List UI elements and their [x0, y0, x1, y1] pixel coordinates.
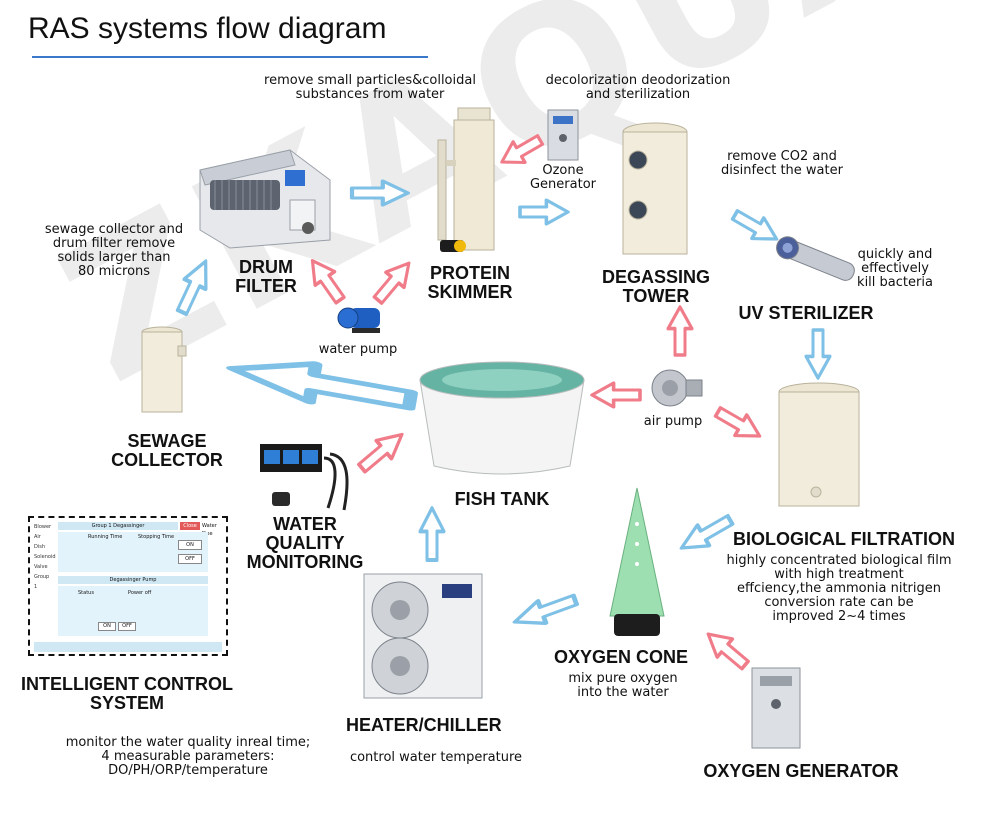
uv-sterilizer-image	[776, 236, 855, 281]
arrow-airpump-to-degassing	[666, 305, 694, 357]
uv-sterilizer-label: UV STERILIZER	[738, 303, 874, 323]
biological-filter-image	[778, 382, 860, 507]
heater-chiller-label: HEATER/CHILLER	[346, 715, 502, 735]
panel-status: Status	[78, 590, 94, 596]
panel-pump-header: Degassinger Pump	[58, 576, 208, 584]
degassing-note: remove CO2 and disinfect the water	[721, 149, 843, 178]
control-panel: Blower Air Dish Solenoid Valve Group 1 G…	[28, 516, 228, 656]
arrow-drum-to-skimmer	[352, 181, 408, 205]
protein-skimmer-image	[437, 107, 495, 252]
panel-left-label: Air Dish	[34, 534, 46, 550]
oxygen-generator-label: OXYGEN GENERATOR	[703, 761, 899, 781]
biological-filtration-note: highly concentrated biological film with…	[726, 553, 952, 624]
panel-off-button[interactable]: OFF	[178, 554, 202, 564]
panel-power-off: Power off	[128, 590, 152, 596]
degassing-tower-image	[622, 122, 688, 255]
drum-filter-label: DRUM FILTER	[235, 257, 297, 296]
skimmer-note: remove small particles&colloidal substan…	[264, 73, 476, 102]
panel-on-button[interactable]: ON	[178, 540, 202, 550]
title-underline	[32, 56, 428, 58]
fish-tank-label: FISH TANK	[454, 489, 550, 509]
intelligent-control-note: monitor the water quality inreal time; 4…	[65, 735, 311, 778]
water-pump-image	[337, 307, 380, 333]
ozone-note: decolorization deodorization and sterili…	[545, 73, 731, 102]
arrow-cone-to-heater	[511, 589, 579, 633]
panel-close-button[interactable]: Close	[180, 522, 200, 530]
intelligent-control-label: INTELLIGENT CONTROL SYSTEM	[21, 674, 233, 713]
oxygen-cone-label: OXYGEN CONE	[553, 647, 689, 667]
uv-note: quickly and effectively kill bacteria	[857, 247, 933, 290]
air-pump-image	[651, 369, 703, 407]
page-title: RAS systems flow diagram	[28, 12, 387, 45]
fish-tank-image	[419, 361, 585, 475]
oxygen-cone-note: mix pure oxygen into the water	[568, 671, 678, 700]
arrow-airpump-to-tank	[590, 381, 642, 409]
drum-filter-image	[199, 149, 331, 249]
heater-chiller-image	[363, 573, 483, 699]
arrow-skimmer-to-degassing	[518, 198, 570, 226]
panel-left-label: Group 1	[34, 574, 50, 590]
water-quality-monitor-image	[260, 444, 349, 511]
panel-footer	[34, 642, 222, 652]
oxygen-generator-image	[751, 667, 801, 749]
degassing-tower-label: DEGASSING TOWER	[601, 267, 711, 306]
ozone-label: Ozone Generator	[529, 163, 596, 192]
oxygen-cone-image	[609, 487, 665, 636]
arrow-uv-to-biofilter	[804, 328, 832, 380]
panel-on-button-2[interactable]: ON	[98, 622, 116, 631]
stopping-time-label: Stopping Time	[138, 534, 175, 540]
water-pump-label: water pump	[318, 342, 398, 357]
arrow-tank-to-collector	[229, 350, 413, 419]
arrow-airpump-to-biofilter	[710, 399, 768, 449]
panel-off-button-2[interactable]: OFF	[118, 622, 136, 631]
panel-left-label: Blower	[34, 524, 52, 530]
arrow-monitor-to-tank	[352, 423, 412, 479]
arrow-heater-to-tank	[418, 506, 446, 562]
water-quality-monitoring-label: WATER QUALITY MONITORING	[246, 514, 364, 572]
drum-filter-note: sewage collector and drum filter remove …	[44, 222, 184, 279]
panel-left-label: Solenoid Valve	[34, 554, 56, 570]
panel-lower-section: Status Power off ON OFF	[58, 586, 208, 636]
protein-skimmer-label: PROTEIN SKIMMER	[427, 263, 513, 302]
sewage-collector-label: SEWAGE COLLECTOR	[111, 431, 223, 470]
biological-filtration-label: BIOLOGICAL FILTRATION	[733, 529, 955, 549]
sewage-collector-image	[141, 326, 187, 413]
running-time-label: Running Time	[88, 534, 123, 540]
ozone-generator-image	[547, 109, 579, 161]
arrow-o2gen-to-cone	[698, 623, 755, 676]
air-pump-label: air pump	[643, 414, 703, 429]
panel-upper-section: Running Time Stopping Time ON OFF	[58, 532, 208, 572]
panel-header: Group 1 Degassinger	[58, 522, 178, 530]
heater-chiller-note: control water temperature	[349, 750, 523, 765]
